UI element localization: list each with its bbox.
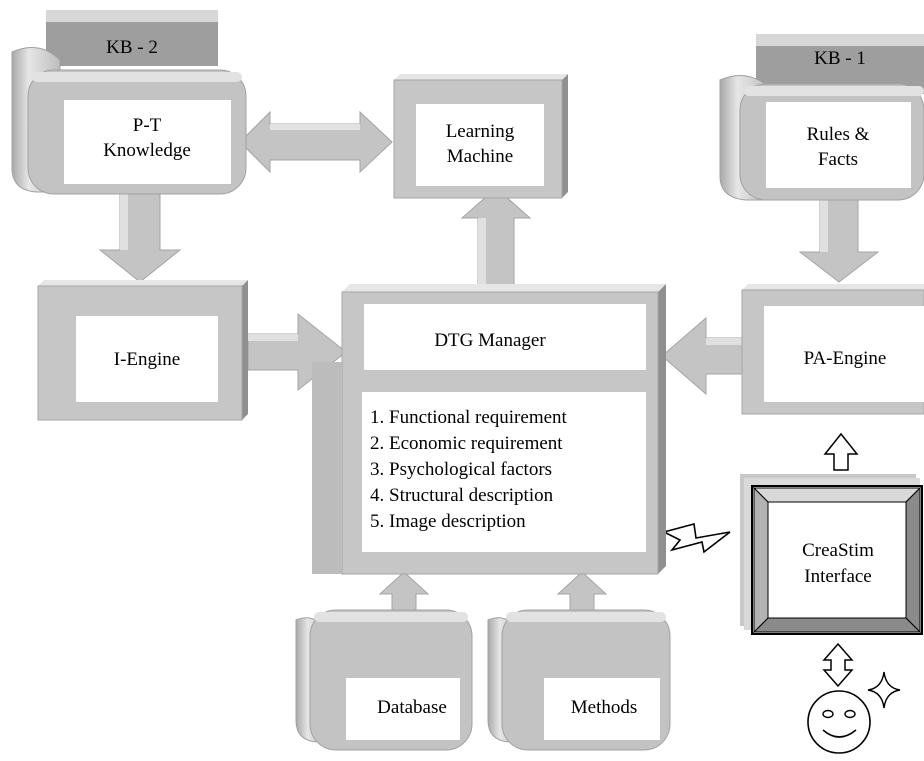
dtg-factor-item: 3. Psychological factors [370, 459, 552, 480]
database-box: Database [295, 609, 473, 751]
kb1-to-paengine-arrow [798, 199, 880, 283]
learning-machine-box: Learning Machine [393, 74, 568, 199]
dtg-factor-item: 4. Structural description [370, 485, 554, 506]
database-label: Database [377, 697, 447, 718]
dtg-manager-title-panel [364, 304, 646, 370]
database-panel [346, 678, 460, 740]
creastim-interface-monitor: CreaStim Interface [740, 474, 923, 635]
dtg-manager-title: DTG Manager [434, 330, 546, 351]
kb1-label-panel [766, 102, 911, 188]
dtg-factor-item: 2. Economic requirement [370, 433, 563, 454]
dtg-manager-factor-list [362, 392, 646, 552]
creastim-to-paengine-outline-arrow [823, 432, 859, 471]
kb2-label-panel [64, 100, 231, 184]
learning-machine-line2: Machine [447, 146, 513, 167]
kb2-knowledge-base: KB - 2 P-T Knowledge [11, 10, 247, 195]
creastim-label-line2: Interface [804, 566, 872, 587]
learning-machine-line1: Learning [446, 121, 515, 142]
pa-engine-label: PA-Engine [804, 348, 887, 369]
user-creastim-outline-double-arrow [822, 642, 854, 688]
creastim-label-line1: CreaStim [802, 540, 874, 561]
i-engine-panel [76, 316, 218, 402]
kb2-label-line1: P-T [133, 115, 162, 136]
kb2-learning-double-arrow [239, 110, 393, 174]
methods-box: Methods [487, 609, 671, 751]
paengine-to-dtg-arrow [661, 316, 743, 396]
methods-panel [544, 678, 660, 740]
kb1-label-line2: Facts [818, 149, 858, 170]
kb1-tag: KB - 1 [814, 48, 866, 69]
kb2-to-iengine-arrow [98, 187, 182, 283]
learning-machine-panel [416, 104, 544, 186]
methods-label: Methods [571, 697, 638, 718]
user-smiley-icon [807, 690, 871, 754]
dtg-factor-item: 1. Functional requirement [370, 407, 568, 428]
lightning-bolt-icon [661, 522, 731, 554]
dtg-to-learning-arrow [460, 187, 532, 289]
i-engine-label: I-Engine [114, 349, 180, 370]
i-engine-box: I-Engine [37, 280, 248, 421]
sparkle-star-icon [867, 671, 901, 709]
kb1-knowledge-base: KB - 1 Rules & Facts [719, 34, 924, 201]
pa-engine-box: PA-Engine [741, 284, 924, 415]
kb2-label-line2: Knowledge [103, 140, 191, 161]
kb1-label-line1: Rules & [807, 124, 870, 145]
pa-engine-panel [764, 306, 924, 402]
kb2-tag: KB - 2 [106, 37, 158, 58]
dtg-factor-item: 5. Image description [370, 511, 526, 532]
dtg-manager-box: DTG Manager 1. Functional requirement 2.… [312, 284, 666, 575]
